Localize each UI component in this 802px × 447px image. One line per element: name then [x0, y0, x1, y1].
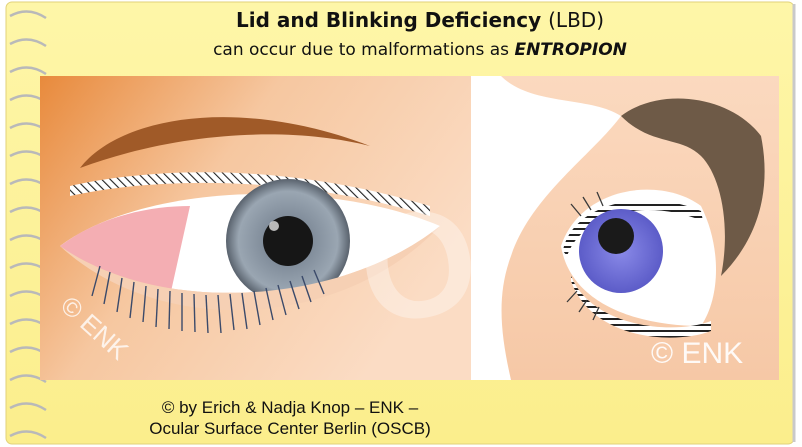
page-title: Lid and Blinking Deficiency (LBD)	[140, 8, 700, 32]
title-abbreviation: (LBD)	[548, 8, 604, 32]
page-subtitle: can occur due to malformations as ENTROP…	[140, 40, 700, 60]
lower-eyelashes-icon	[91, 265, 325, 334]
title-main: Lid and Blinking Deficiency	[236, 8, 542, 32]
copyright-watermark-right: © ENK	[651, 337, 744, 370]
lower-lid-hatching	[571, 276, 711, 338]
upper-tarsal-plate	[70, 172, 430, 216]
eyelashes-icon	[566, 191, 604, 321]
orbital-bone	[621, 98, 765, 276]
credit-line-2: Ocular Surface Center Berlin (OSCB)	[149, 419, 431, 438]
pupil	[598, 218, 634, 254]
upper-lid-hatching	[563, 200, 703, 256]
eyebrow-icon	[80, 117, 370, 168]
conjunctiva	[60, 206, 190, 296]
subtitle-text: can occur due to malformations as	[213, 40, 510, 60]
side-view-eye-illustration	[471, 76, 779, 380]
subtitle-term: ENTROPION	[514, 40, 627, 60]
credit-line-1: © by Erich & Nadja Knop – ENK –	[161, 398, 419, 417]
front-view-eye-illustration: OSCB	[40, 76, 472, 380]
